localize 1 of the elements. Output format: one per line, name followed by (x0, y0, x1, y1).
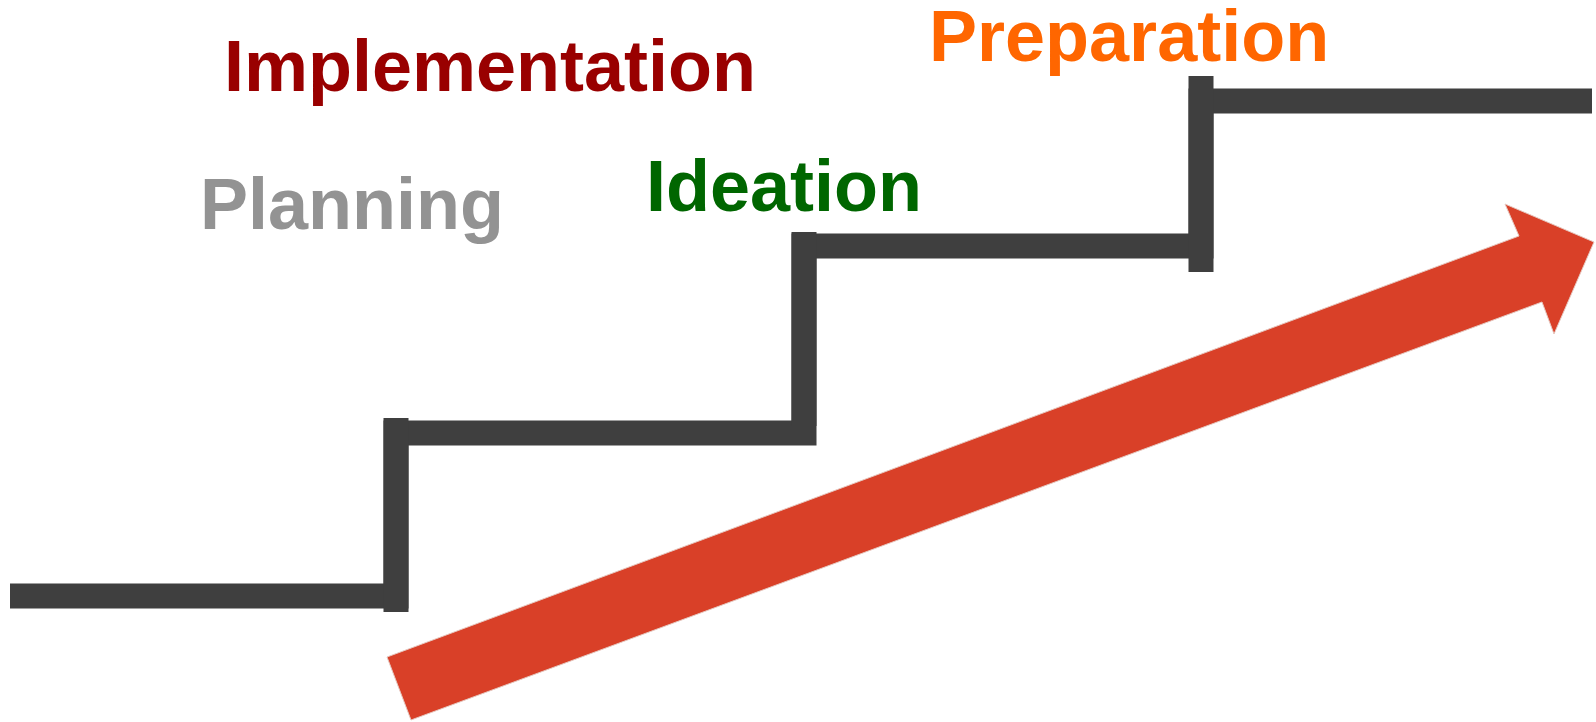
stage-label: Ideation (646, 150, 922, 222)
